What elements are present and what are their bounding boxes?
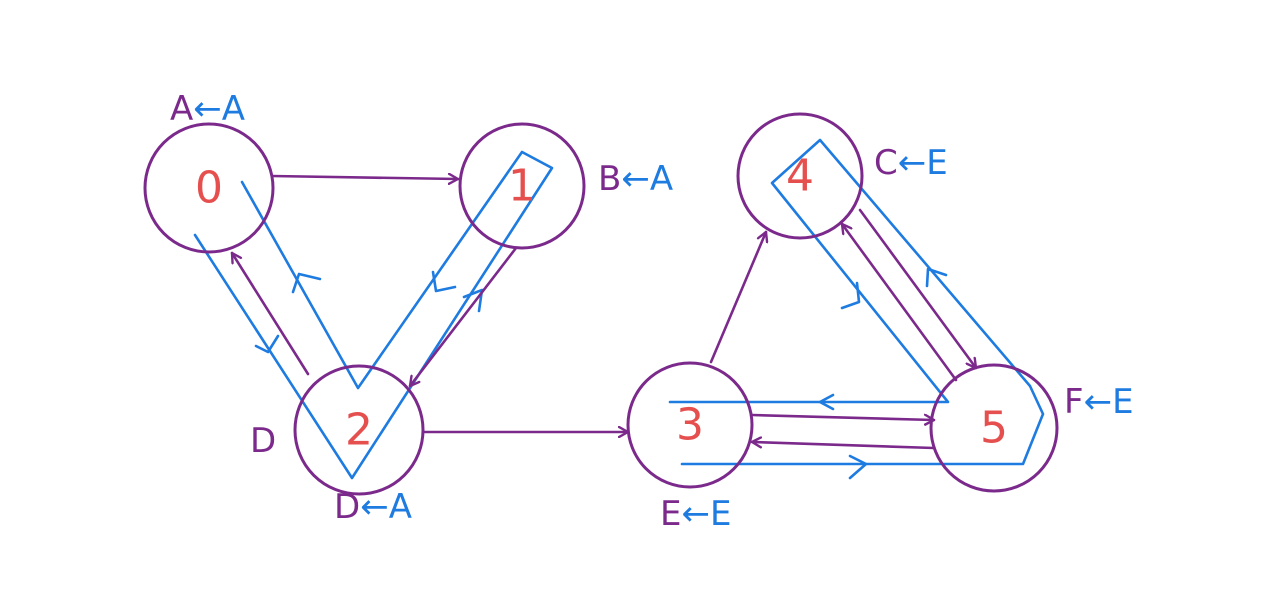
annotation-arrow-icon: ← xyxy=(1084,382,1113,422)
node-circle xyxy=(626,361,754,489)
trace-direction-chevron xyxy=(462,288,484,313)
edge-3-to-5 xyxy=(750,413,936,420)
annotation-value: E xyxy=(710,494,731,534)
edge-2-to-0 xyxy=(230,251,310,376)
annotation-arrow-icon: ← xyxy=(360,487,389,527)
node-4: 4 xyxy=(736,112,864,240)
annotation-node-4: C←E xyxy=(874,143,948,183)
annotation-var: C xyxy=(874,143,898,183)
annotation-arrow-icon: ← xyxy=(681,494,710,534)
edge-1-to-2 xyxy=(408,246,518,388)
trace-left-v xyxy=(193,150,554,480)
node-3: 3 xyxy=(626,361,754,489)
node-circle xyxy=(736,112,864,240)
trace-direction-chevron xyxy=(925,267,948,288)
trace-direction-chevron xyxy=(818,393,835,411)
trace-right-loop xyxy=(668,138,1045,466)
trace-direction-chevron xyxy=(840,281,861,310)
node-label: 2 xyxy=(345,405,373,456)
edge-4-to-5 xyxy=(858,208,978,370)
trace-direction-chevron xyxy=(848,454,868,480)
annotation-arrow-icon: ← xyxy=(898,143,927,183)
edge-5-to-3 xyxy=(750,442,936,450)
annotation-arrow-icon: ← xyxy=(621,159,650,199)
node-circle xyxy=(143,122,275,254)
extra-label-node-2: D xyxy=(250,421,276,461)
edge-0-to-1 xyxy=(270,176,460,179)
annotation-value: E xyxy=(926,143,947,183)
node-label: 1 xyxy=(508,161,536,212)
trace-direction-chevron xyxy=(254,334,280,354)
graph-edges xyxy=(230,176,978,450)
traversal-traces xyxy=(193,138,1045,480)
annotation-value: A xyxy=(222,89,245,129)
annotation-value: A xyxy=(389,487,412,527)
node-label: 4 xyxy=(786,151,814,202)
annotation-node-1: B←A xyxy=(598,159,673,199)
edge-5-to-4 xyxy=(840,222,958,382)
graph-nodes: 0 1 2 3 4 5 xyxy=(143,112,1059,496)
node-2: 2 xyxy=(293,364,425,496)
annotation-node-2: D←A xyxy=(334,487,412,527)
node-1: 1 xyxy=(458,122,586,250)
annotation-value: A xyxy=(650,159,673,199)
node-label: 5 xyxy=(980,403,1008,454)
node-circle xyxy=(458,122,586,250)
annotation-node-5: F←E xyxy=(1064,382,1134,422)
annotation-node-0: A←A xyxy=(170,89,245,129)
annotation-var: B xyxy=(598,159,621,199)
edge-3-to-4 xyxy=(709,230,766,364)
annotation-node-3: E←E xyxy=(660,494,731,534)
annotation-arrow-icon: ← xyxy=(193,89,222,129)
node-circle xyxy=(929,363,1059,493)
trace-direction-chevron xyxy=(431,270,457,293)
annotation-value: E xyxy=(1112,382,1133,422)
annotation-var: E xyxy=(660,494,681,534)
node-label: 0 xyxy=(195,163,223,214)
node-0: 0 xyxy=(143,122,275,254)
trace-direction-chevron xyxy=(291,272,322,294)
annotation-var: D xyxy=(334,487,360,527)
node-label: 3 xyxy=(676,400,704,451)
node-5: 5 xyxy=(929,363,1059,493)
annotation-var: F xyxy=(1064,382,1084,422)
annotation-var: A xyxy=(170,89,193,129)
node-circle xyxy=(293,364,425,496)
